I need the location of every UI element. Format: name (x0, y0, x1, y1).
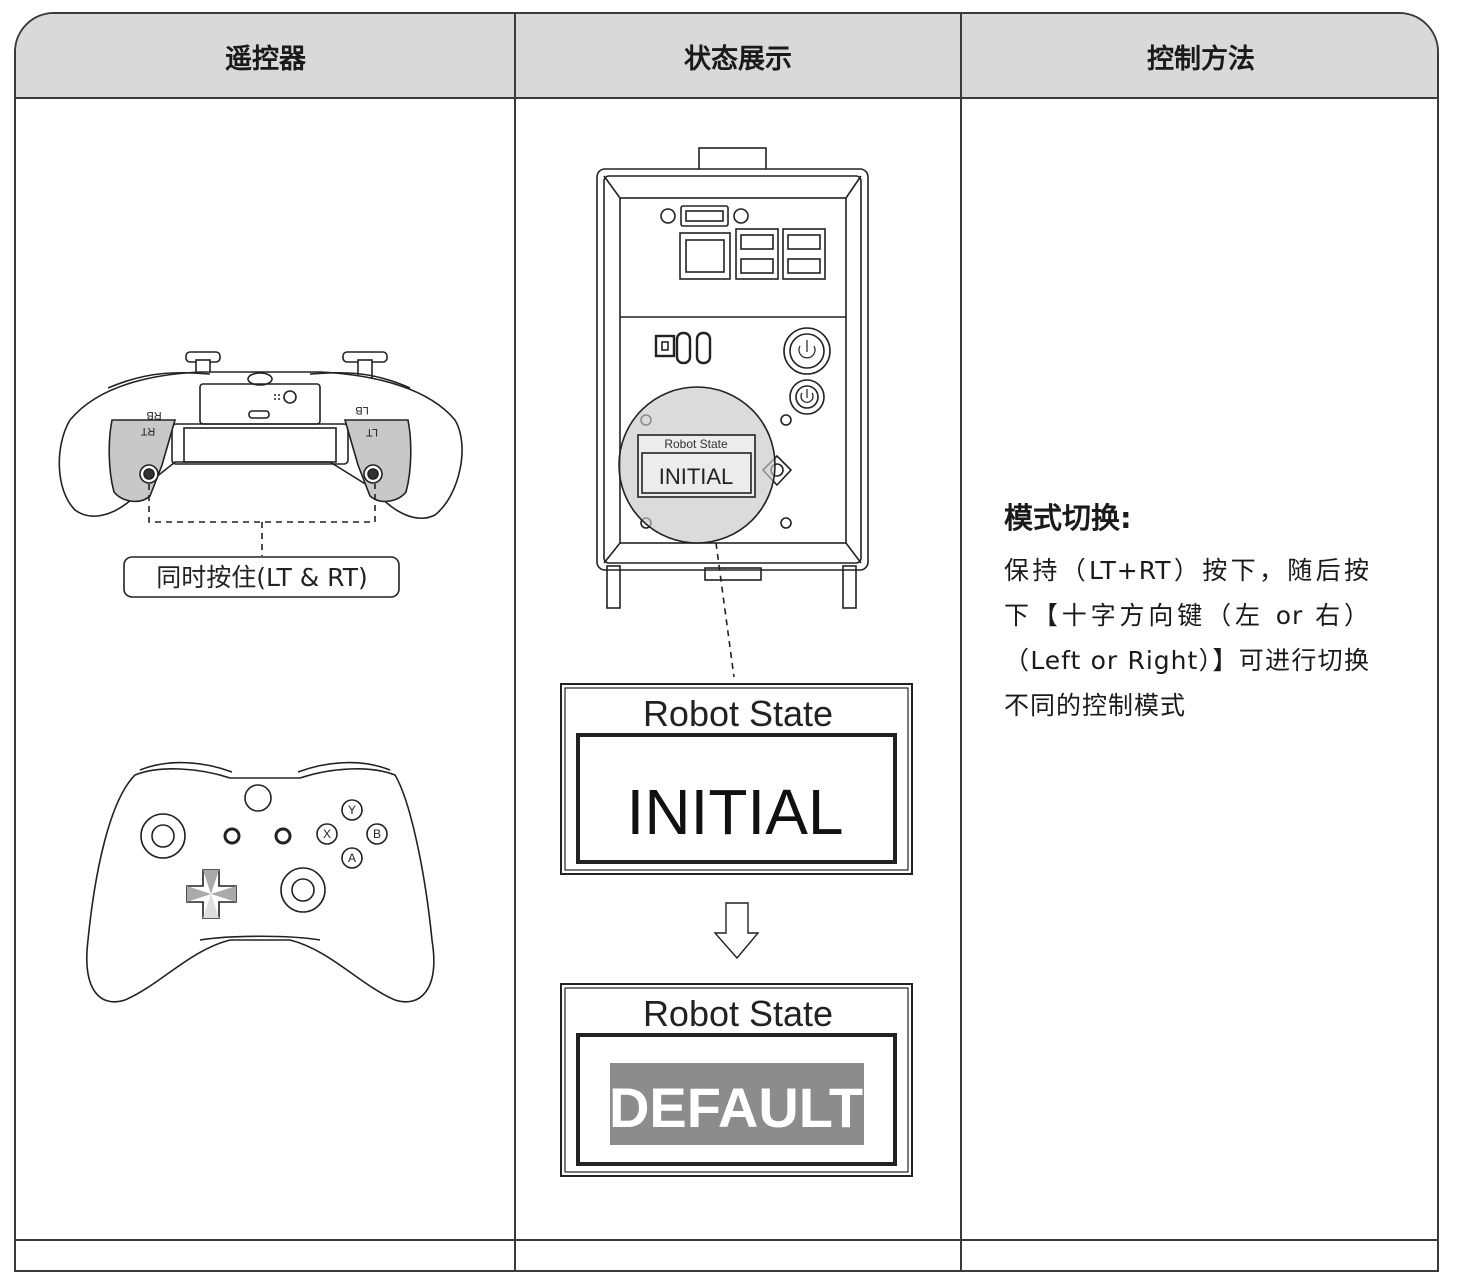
display2-title: Robot State (643, 993, 833, 1034)
table-header: 遥控器 状态展示 控制方法 (16, 14, 1437, 99)
lt-label: LT (366, 426, 378, 438)
display2-value: DEFAULT (609, 1076, 863, 1139)
method-title: 模式切换: (1004, 501, 1132, 535)
button-x-label: X (323, 827, 331, 841)
rt-label: RT (140, 425, 155, 437)
robot-panel (596, 147, 869, 678)
display1-value: INITIAL (627, 776, 844, 848)
row-divider (16, 1239, 1437, 1241)
small-panel-title: Robot State (664, 437, 728, 451)
column-divider (514, 14, 516, 1270)
display1-title: Robot State (643, 693, 833, 734)
rb-label: RB (146, 409, 161, 421)
display-initial (560, 683, 913, 875)
control-table: 遥控器 状态展示 控制方法 (14, 12, 1439, 1272)
controller-top-view (58, 351, 463, 598)
button-b-label: B (373, 827, 381, 841)
lb-label: LB (355, 404, 368, 416)
header-status: 状态展示 (684, 44, 792, 75)
power-icons (798, 340, 816, 403)
hold-label: 同时按住(LT & RT) (156, 563, 367, 592)
column-divider (960, 14, 962, 1270)
button-y-label: Y (348, 803, 356, 817)
display-default (560, 983, 913, 1177)
method-body: 保持（LT+RT）按下，随后按下【十字方向键（左 or 右）（Left or R… (1004, 556, 1370, 720)
controller-front-view (86, 761, 435, 1003)
down-arrow-icon (713, 902, 760, 960)
header-controller: 遥控器 (225, 44, 306, 75)
small-panel-value: INITIAL (659, 464, 734, 489)
button-a-label: A (348, 851, 356, 865)
header-method: 控制方法 (1147, 44, 1255, 75)
